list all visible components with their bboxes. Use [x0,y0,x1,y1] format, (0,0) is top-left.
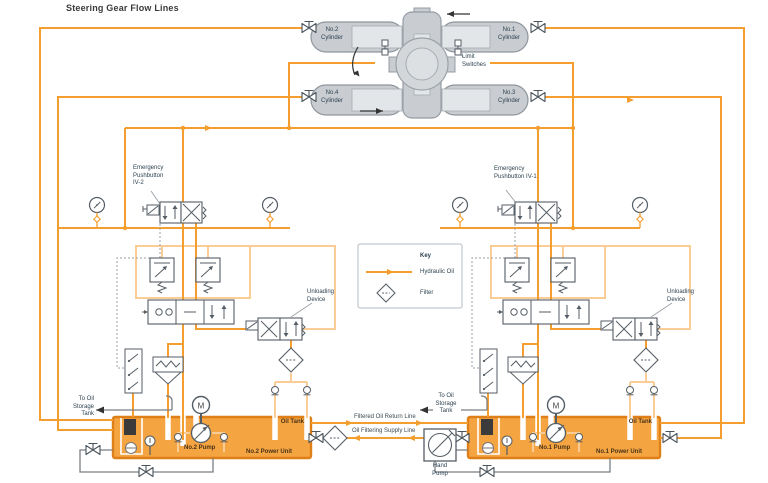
hydraulic-pump-left [190,422,212,444]
pilot-dashed-lines [116,224,516,369]
limit-switches-label: Limit Switches [462,54,487,68]
cylinder-no1-label: No.1 Cylinder [497,27,520,41]
motor-pump-right: M [545,395,567,444]
hand-pump-label: Hand Pump [432,463,448,477]
cylinder-no2-label: No.2 Cylinder [320,27,343,41]
electric-motor-left [191,395,211,415]
check-valve-block-left [141,299,235,325]
valve-drain-left-1 [85,442,101,456]
motor-label-right: M [553,402,560,411]
pump-left-label: No.2 Pump [184,445,216,451]
hand-pump [423,428,457,462]
tank-internals-right [477,418,513,455]
pressure-gauge [261,196,279,223]
pressure-gauge [88,196,106,223]
rudder-actuator [310,7,529,119]
pressure-gauge [631,196,649,223]
relief-valve [504,257,530,294]
electric-motor-right [546,395,566,415]
level-switch-left [124,348,143,394]
relief-valve [149,257,175,294]
level-switch-right [479,348,498,394]
unloading-device-right [600,317,661,341]
power-unit-left-label: No.2 Power Unit [246,449,293,455]
storage-arrows [96,406,428,414]
cylinder-no4-label: No.4 Cylinder [320,90,343,104]
page-title: Steering Gear Flow Lines [66,3,179,13]
filter [278,347,304,373]
emergency-pushbutton-left-label: Emergency Pushbutton IV-2 [133,165,164,186]
key-box [357,243,463,309]
filter-supply-line [322,425,348,451]
check-ball [271,386,279,396]
flow-lines-secondary [135,245,691,452]
return-strainer-left [152,356,184,385]
pump-right-label: No.1 Pump [539,445,571,451]
motor-pump-left: M [190,395,212,444]
unloading-device-right-label: Unloading Device [667,289,695,303]
relief-valve [550,257,576,294]
hydraulic-pump-right [545,422,567,444]
valve-drain-left-2 [138,464,154,478]
supply-line-label: Oil Filtering Supply Line [352,428,416,434]
check-ball [650,386,658,396]
valve-cyl-no3 [530,89,546,103]
valve-cyl-no1 [530,20,546,34]
emergency-valve-left [142,201,207,224]
key-hydraulic-oil-label: Hydraulic Oil [420,269,455,275]
emergency-valve-right [497,201,562,224]
flow-lines-primary [39,27,745,440]
key-filter-label: Filter [420,290,434,296]
power-unit-right-label: No.1 Power Unit [596,449,643,455]
flow-arrows [122,97,634,441]
sump-well-left [124,419,136,435]
to-storage-right-label: To Oil Storage Tank [435,393,457,414]
check-valve-block-right [496,299,590,325]
oil-tank-right-label: Oil Tank [628,419,652,425]
check-ball [303,386,311,396]
return-strainer-right [507,356,539,385]
oil-tank-left-label: Oil Tank [280,419,304,425]
unloading-device-left [245,317,306,341]
cylinder-no3-label: No.3 Cylinder [497,90,520,104]
filter [633,347,659,373]
to-storage-left-label: To Oil Storage Tank [72,396,94,417]
emergency-pushbutton-right-label: Emergency Pushbutton IV-1 [494,166,537,180]
valve-tank-right [662,430,678,444]
key-title: Key [420,253,432,259]
relief-valve [195,257,221,294]
valve-drain-right-2 [479,464,495,478]
motor-label-left: M [198,402,205,411]
return-line-label: Filtered Oil Return Line [354,414,416,420]
tank-internals-left [120,418,156,455]
unloading-device-left-label: Unloading Device [307,289,335,303]
sump-well-right [481,419,493,435]
check-ball [626,386,634,396]
pressure-gauge [451,196,469,223]
